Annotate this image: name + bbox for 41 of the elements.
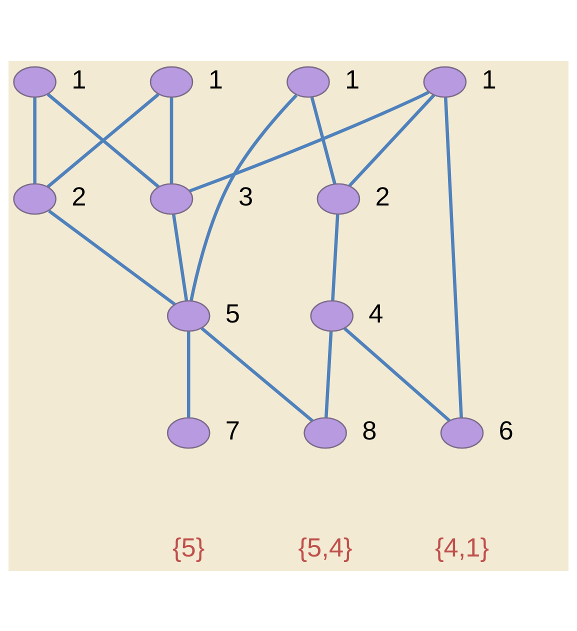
node-label: 4 [368,298,384,328]
node-circle [150,182,194,214]
node-label: 1 [72,64,86,94]
connector [444,96,463,418]
connector [33,96,36,184]
node-circle [310,300,354,332]
node-circle [150,66,194,98]
node-label: 1 [345,64,360,94]
node-label: 6 [498,415,514,446]
node-label: 2 [375,181,390,212]
connector [190,94,298,301]
node-label: 8 [362,415,377,446]
connector [186,330,190,418]
node-label: 1 [208,64,223,94]
connector [172,214,188,301]
node-circle [423,66,467,98]
node-circle [304,416,347,448]
node-label: {5,4} [298,532,352,562]
node-label: 7 [225,415,240,446]
node-circle [166,416,210,448]
node-circle [13,66,56,98]
node-circle [13,182,56,214]
node-label: 1 [482,64,496,94]
node-label: {4,1} [434,532,490,562]
node-label: 3 [238,181,254,212]
connector [200,326,314,422]
connector [324,330,333,418]
connector [310,96,336,184]
node-circle [166,300,210,332]
connector [189,90,430,192]
connector [343,326,450,422]
node-label: {5} [172,532,205,562]
connector [48,209,176,306]
connector [331,214,340,300]
node-label: 2 [72,181,86,212]
connector [170,96,174,184]
node-circle [316,182,360,214]
node-label: 5 [225,298,240,328]
node-circle [286,66,330,98]
node-circle [440,416,484,448]
connector [348,94,436,186]
